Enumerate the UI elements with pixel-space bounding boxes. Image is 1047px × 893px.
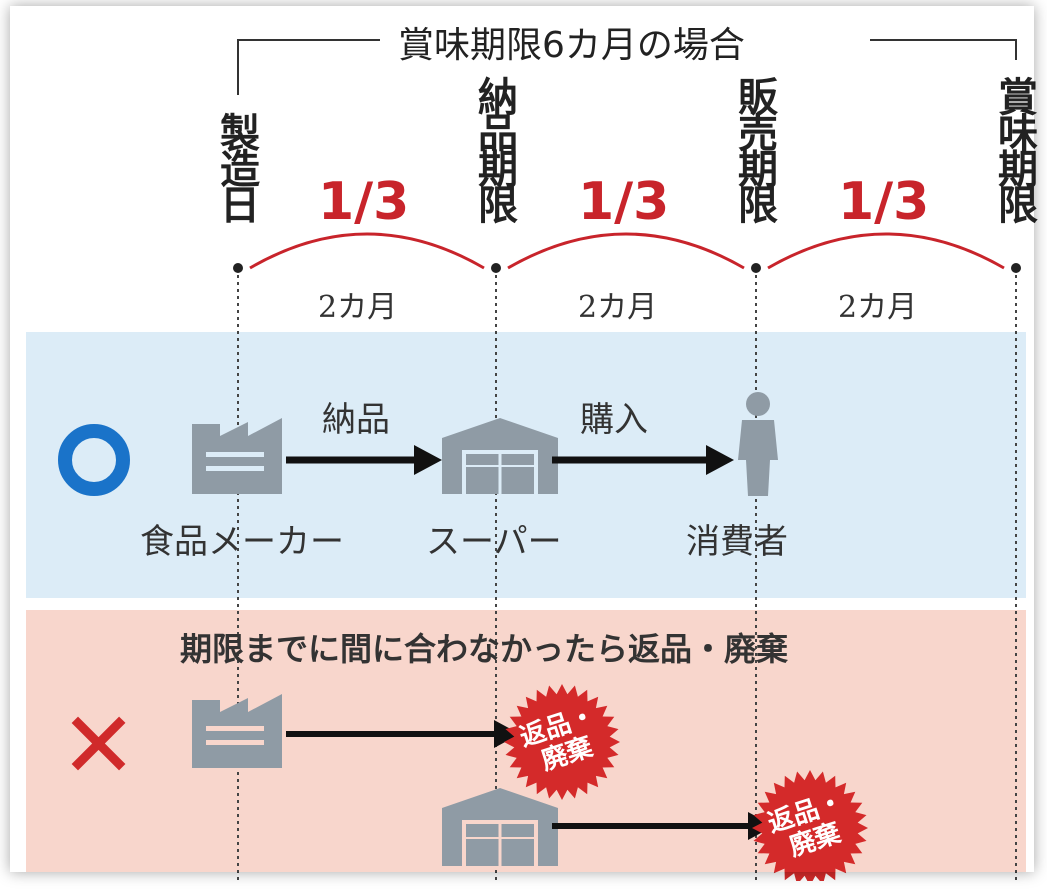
discard-stamp-burst — [752, 770, 868, 881]
factory-icon-ng — [192, 694, 282, 768]
actor-label-manufacturer: 食品メーカー — [140, 522, 344, 562]
ng-cross-mark: ✕ — [60, 692, 138, 799]
period-arc-1 — [249, 232, 485, 270]
timeline-dot — [751, 263, 761, 273]
purchase-arrow — [552, 445, 734, 475]
diagram-title: 賞味期限6カ月の場合 — [388, 16, 755, 68]
supermarket-icon — [442, 418, 558, 494]
ok-circle-mark — [58, 424, 130, 496]
timeline-dot — [233, 263, 243, 273]
actor-label-consumer: 消費者 — [686, 522, 788, 562]
fraction-label: 1/3 — [578, 172, 670, 232]
fraction-label: 1/3 — [318, 172, 410, 232]
timeline-dot — [1011, 263, 1021, 273]
action-label-delivery: 納品 — [322, 400, 390, 440]
label-sales-deadline: 販売期限 — [731, 76, 777, 220]
label-delivery-deadline: 納品期限 — [471, 76, 517, 220]
duration-label: 2カ月 — [578, 290, 658, 325]
duration-label: 2カ月 — [838, 290, 918, 325]
actor-label-supermarket: スーパー — [426, 522, 562, 562]
title-bracket — [237, 39, 1017, 95]
timeline-dot — [491, 263, 501, 273]
factory-icon — [192, 418, 282, 494]
period-arc-2 — [507, 232, 745, 270]
late-sales-arrow — [552, 812, 774, 840]
supermarket-icon-ng — [442, 788, 558, 866]
fraction-label: 1/3 — [838, 172, 930, 232]
consumer-icon — [738, 392, 778, 496]
period-arc-3 — [767, 232, 1005, 270]
late-delivery-arrow — [286, 720, 520, 748]
discard-stamp-burst — [504, 684, 620, 800]
action-label-purchase: 購入 — [580, 400, 648, 440]
duration-label: 2カ月 — [318, 290, 398, 325]
label-best-before: 賞味期限 — [991, 76, 1037, 220]
delivery-arrow — [286, 445, 442, 475]
label-manufacture-date: 製造日 — [213, 112, 259, 220]
warning-text: 期限までに間に合わなかったら返品・廃棄 — [180, 630, 789, 668]
